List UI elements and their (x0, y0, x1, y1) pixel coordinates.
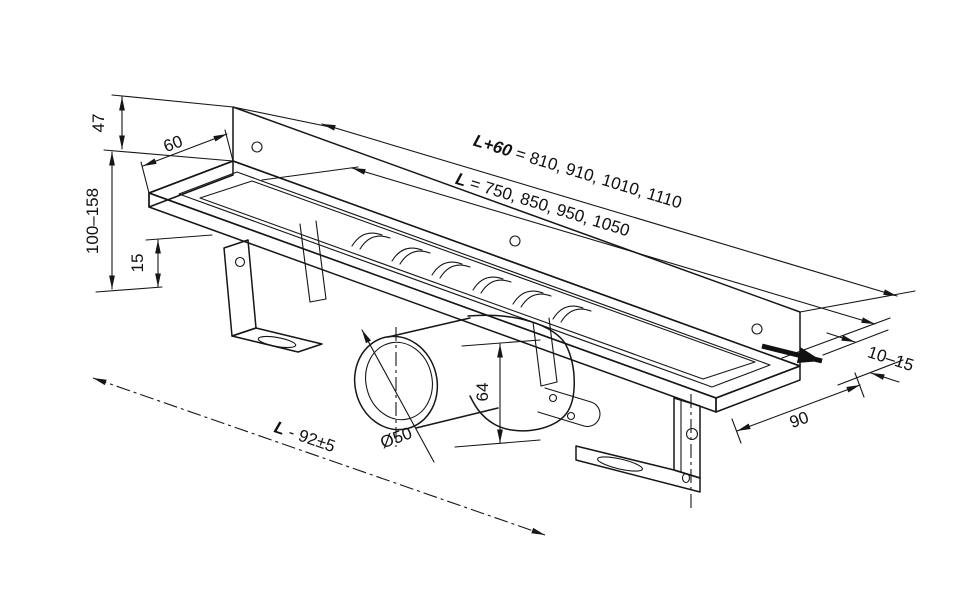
stub-bolt (548, 393, 558, 403)
left-bracket-hole (234, 256, 246, 268)
stub-bolt (566, 411, 576, 421)
total-length-label: L+60 (471, 131, 515, 161)
channel-slot-edge (199, 180, 756, 380)
flange-hole (251, 141, 263, 153)
right-bracket-hole (681, 472, 691, 484)
dim-flange-depth: 60 (140, 129, 234, 194)
channel-right-end (715, 365, 801, 413)
channel-left-end (148, 160, 234, 208)
dim-flange-height: 47 (89, 94, 234, 150)
dim-flange-height-text: 47 (89, 114, 108, 133)
drain-channel (148, 160, 801, 413)
dim-rim-offset-text: 15 (128, 254, 147, 273)
flange-hole (509, 235, 521, 247)
right-bracket (575, 397, 701, 493)
right-bracket-slot (597, 456, 643, 472)
left-bracket-plate (223, 239, 257, 337)
outlet-pipe (353, 317, 499, 431)
dim-install-height-text: 100–158 (83, 188, 102, 254)
dim-bracket-offset: 90 (731, 372, 865, 444)
dim-flange-depth-text: 60 (161, 132, 185, 157)
left-bracket-foot (231, 327, 323, 353)
dim-channel-length: L = 750, 850, 950, 1050 (261, 166, 891, 359)
outlet-stub (583, 401, 601, 428)
right-bracket-foot (575, 445, 701, 493)
slide-direction-arrow (761, 343, 823, 364)
flange-hole (751, 323, 763, 335)
dim-pipe-diameter-text: Ø50 (378, 423, 415, 452)
hanger-straps (299, 220, 558, 387)
dim-adjustment-range-text: 10–15 (865, 342, 916, 375)
drain-axis-values: - 92±5 (282, 421, 338, 456)
pipe-inner-rim (365, 341, 433, 421)
left-bracket (223, 239, 323, 353)
right-bracket-bolt (685, 427, 699, 441)
dim-rim-offset: 15 (128, 234, 213, 288)
left-bracket-slot (257, 335, 297, 349)
trap-body (467, 314, 575, 432)
centerlines (395, 327, 692, 508)
dim-adjustment-range: 10–15 (822, 329, 916, 386)
channel-rim-top (148, 160, 801, 399)
dim-drain-axis-text: L - 92±5 (272, 418, 338, 457)
dim-outlet-height-text: 64 (473, 383, 492, 402)
